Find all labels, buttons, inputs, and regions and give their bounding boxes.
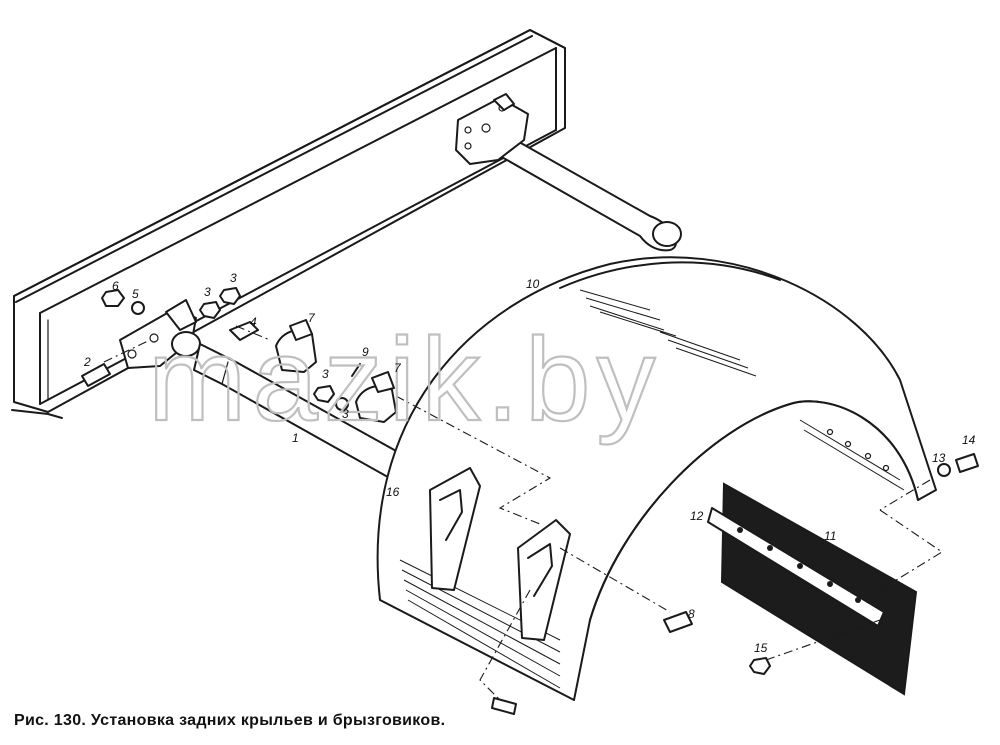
figure-caption: Рис. 130. Установка задних крыльев и бры… <box>14 712 446 729</box>
callout-7b: 7 <box>394 361 402 375</box>
callout-3b: 3 <box>230 271 237 285</box>
callout-labels: 1 2 3 3 3 3 4 5 6 7 7 8 9 10 11 12 13 14… <box>83 271 976 655</box>
callout-6: 6 <box>112 279 119 293</box>
callout-4: 4 <box>250 315 257 329</box>
callout-10: 10 <box>526 277 540 291</box>
callout-8: 8 <box>688 607 695 621</box>
callout-2: 2 <box>83 355 91 369</box>
fender-hinge-brackets <box>429 467 571 641</box>
callout-3d: 3 <box>342 407 349 421</box>
rear-fender-10 <box>376 256 937 701</box>
assembly-leader-lines <box>103 325 944 701</box>
frame-side-member <box>11 29 566 419</box>
fasteners-lower <box>491 453 979 715</box>
callout-12: 12 <box>690 509 704 523</box>
fasteners-upper <box>81 287 361 411</box>
callout-7a: 7 <box>308 311 316 325</box>
callout-1: 1 <box>292 431 299 445</box>
callout-11: 11 <box>824 529 836 543</box>
callout-13: 13 <box>932 451 946 465</box>
callout-16: 16 <box>386 485 400 499</box>
callout-3c: 3 <box>322 367 329 381</box>
callout-5: 5 <box>132 287 139 301</box>
callout-14: 14 <box>962 433 976 447</box>
callout-9: 9 <box>362 345 369 359</box>
mud-flap-11 <box>707 482 918 696</box>
watermark-text: mazik.by <box>148 314 662 446</box>
clamp-7-right <box>355 371 397 423</box>
clamp-7-left <box>275 319 317 373</box>
callout-3a: 3 <box>204 285 211 299</box>
upper-bracket-tube <box>455 93 682 252</box>
callout-15: 15 <box>754 641 768 655</box>
